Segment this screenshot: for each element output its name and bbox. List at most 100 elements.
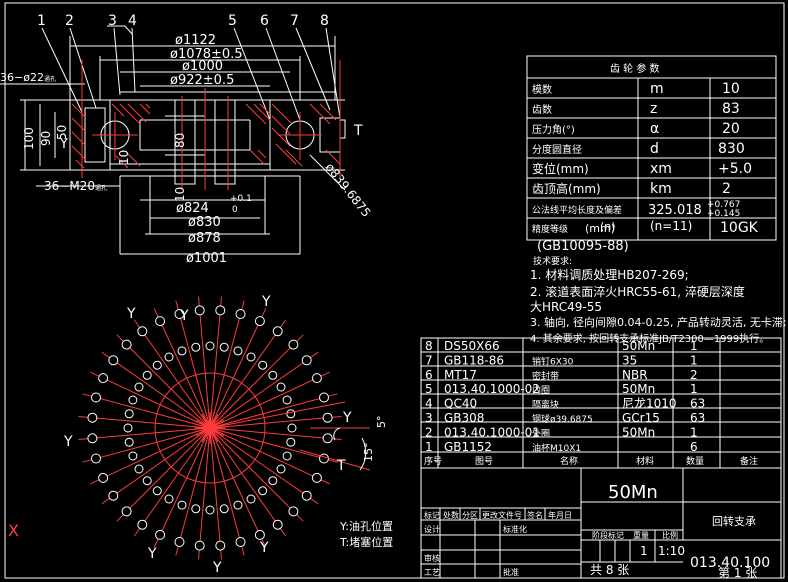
mark-col-6: 年月日 — [548, 510, 572, 520]
bom-cell: 63 — [690, 411, 705, 425]
technical-requirements: 技术要求: 1. 材料调质处理HB207-269; 2. 滚道表面淬火HRC55… — [530, 255, 787, 345]
bolt-hole — [219, 504, 229, 514]
hole-centerline — [78, 427, 211, 440]
title-design: 设计 — [424, 524, 440, 534]
gear-row-2-value: 83 — [722, 101, 740, 117]
gear-row-4-symbol: d — [650, 141, 659, 157]
gear-row-7-tol-lower: +0.145 — [707, 209, 740, 219]
gear-row-8-grade: 10GK — [720, 220, 759, 236]
hole-centerline — [209, 319, 287, 429]
bom-cell: 50Mn — [622, 339, 655, 353]
bom-header-remark: 备注 — [740, 455, 758, 467]
hole-centerline — [209, 427, 267, 548]
bolt-hole — [286, 437, 296, 447]
bolt-hole — [268, 476, 278, 486]
bom-cell: QC40 — [444, 397, 477, 411]
gear-row-6-symbol: km — [650, 181, 672, 197]
bolt-hole — [194, 305, 205, 316]
dim-height-100: 100 — [22, 127, 36, 150]
bom-cell: GB1152 — [444, 440, 492, 454]
hole-centerline — [101, 427, 211, 505]
bom-cell: 隔离块 — [532, 399, 559, 411]
bolt-hole — [276, 464, 286, 474]
dim-pitch-830: ø830 — [188, 215, 221, 230]
bom-cell: 50Mn — [622, 425, 655, 439]
bom-cell: 内圈 — [532, 384, 550, 396]
bom-cell: 销钉6X30 — [532, 355, 574, 367]
bolt-hole — [233, 346, 243, 356]
bolt-hole — [246, 494, 256, 504]
hole-centerline — [209, 427, 342, 440]
gear-row-4-label: 分度圆直径 — [532, 143, 582, 156]
dim-height-10: 10 — [117, 150, 131, 165]
bolt-hole — [155, 316, 166, 327]
bom-cell: GCr15 — [622, 411, 660, 425]
req-1: 1. 材料调质处理HB207-269; — [530, 268, 689, 282]
gear-row-5-value: +5.0 — [718, 161, 752, 177]
bolt-hole — [124, 409, 134, 419]
bom-cell: 8 — [425, 339, 433, 353]
bom-cell: 1 — [690, 339, 698, 353]
hole-centerline — [209, 334, 304, 429]
hole-centerline — [133, 319, 211, 429]
bolt-hole — [91, 392, 101, 403]
bolt-hole — [152, 486, 162, 496]
bolt-hole — [87, 433, 98, 444]
balloon-6: 6 — [260, 13, 269, 29]
bolt-hole — [287, 423, 297, 433]
gear-row-7-value: 325.018 — [648, 203, 702, 218]
bolt-hole — [288, 506, 299, 517]
bom-cell: 2 — [425, 425, 433, 439]
gear-parameter-table: 齿 轮 参 数 模数 m 10 齿数 z 83 压力角(°) α 20 分度圆直… — [526, 55, 777, 254]
dim-1001: ø1001 — [186, 251, 227, 266]
bolt-hole — [301, 490, 312, 501]
bolt-hole — [235, 309, 246, 319]
balloon-5: 5 — [228, 13, 237, 29]
bolt-hole — [268, 370, 278, 380]
bolt-hole — [87, 412, 98, 423]
hole-centerline — [209, 427, 245, 556]
hole-centerline — [175, 300, 211, 429]
plan-y-mark-3: Y — [261, 294, 271, 310]
gear-row-6-label: 齿顶高(mm) — [532, 181, 601, 196]
bom-cell: 1 — [690, 382, 698, 396]
bom-cell: 3 — [425, 411, 433, 425]
bom-cell: 6 — [690, 440, 698, 454]
bolt-hole — [191, 504, 201, 514]
gear-standard: (GB10095-88) — [537, 239, 629, 254]
mark-col-2: 处数 — [443, 510, 459, 520]
title-standard: 标准化 — [503, 524, 527, 534]
title-approve: 批准 — [503, 567, 519, 577]
gear-row-7-tol-upper: +0.767 — [707, 200, 740, 210]
hole-centerline — [175, 427, 211, 556]
plan-y-mark-6: Y — [147, 546, 157, 562]
bom-header-material: 材料 — [636, 455, 654, 467]
bolt-hole — [288, 339, 299, 350]
bolt-hole — [142, 476, 152, 486]
dim-small-tol-upper: +0.1 — [230, 194, 252, 204]
hole-centerline — [198, 296, 211, 429]
bom-cell: 密封带 — [532, 370, 559, 382]
hole-centerline — [209, 393, 338, 429]
hole-centerline — [116, 334, 211, 429]
title-count: 1 — [640, 544, 648, 558]
gear-row-3-label: 压力角(°) — [532, 123, 575, 136]
bolt-hole — [134, 382, 144, 392]
gear-row-3-symbol: α — [650, 121, 659, 137]
mark-col-3: 分区 — [462, 511, 478, 520]
dim-bolt-thread: 36−M20通孔 — [44, 179, 107, 193]
req-3: 3. 轴向, 径向间隙0.04-0.25, 产品转动灵活, 无卡滞; — [530, 315, 787, 329]
bom-cell: 尼龙1010 — [622, 397, 677, 411]
dim-height-90: 90 — [39, 131, 53, 146]
bolt-hole — [91, 453, 101, 464]
hole-centerline — [101, 351, 211, 429]
bom-cell: 外圈 — [532, 427, 550, 439]
bolt-hole — [174, 309, 185, 319]
bom-cell: 7 — [425, 353, 433, 367]
bolt-hole — [108, 355, 119, 366]
bolt-hole — [322, 433, 333, 444]
bom-header-name: 名称 — [560, 455, 578, 467]
plan-y-mark-1: Y — [126, 306, 136, 322]
